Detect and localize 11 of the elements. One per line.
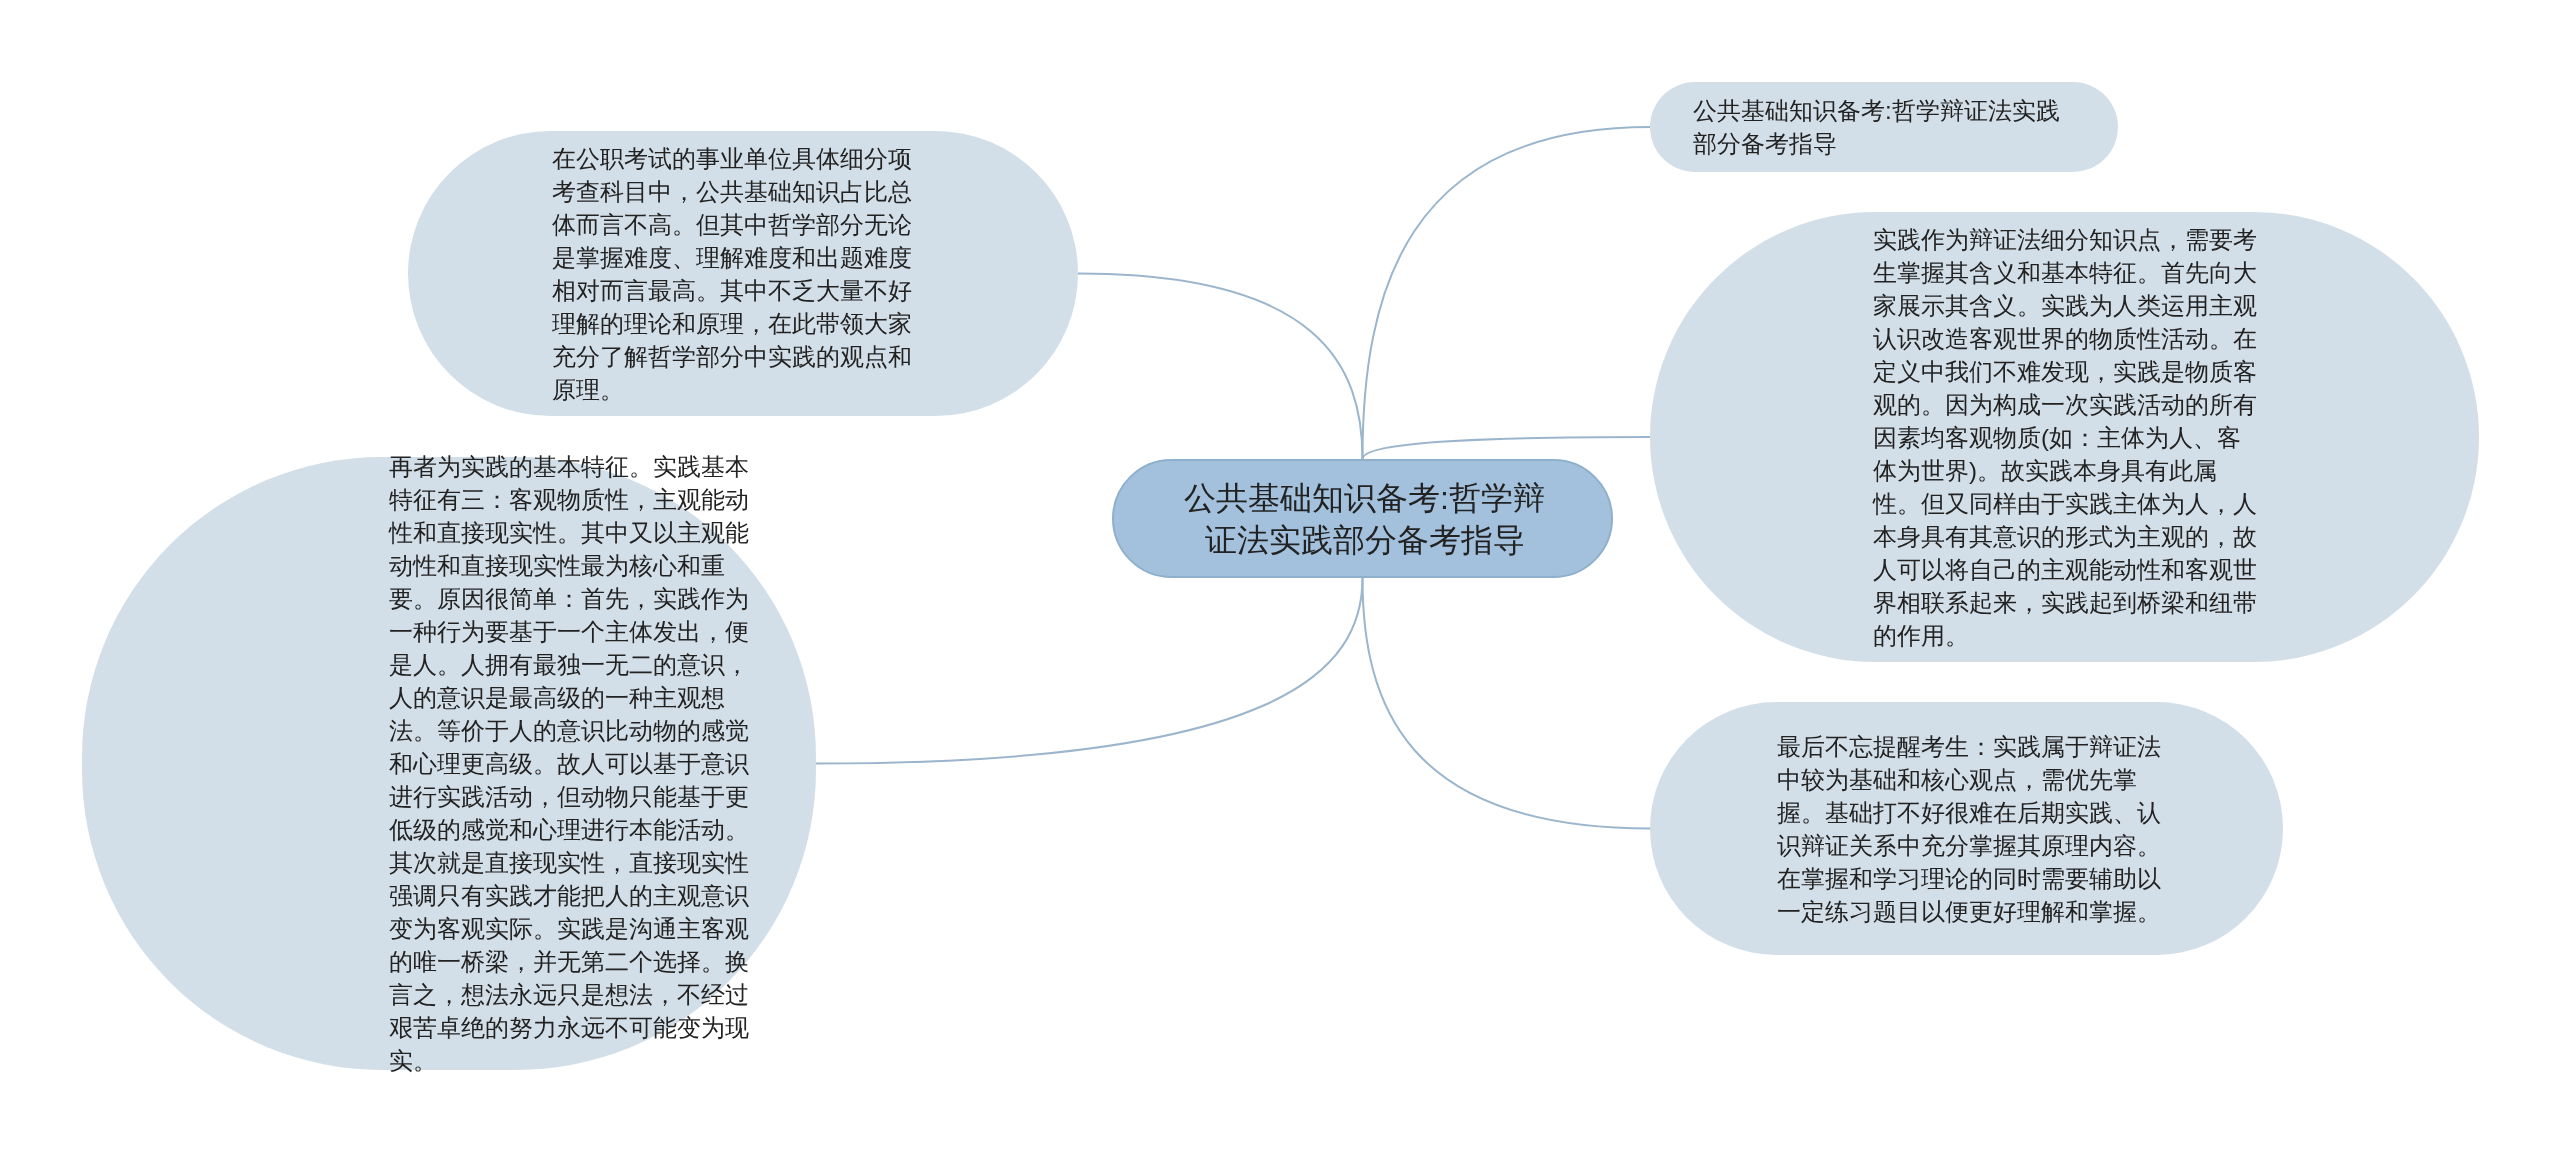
connector-line [1361, 436, 1651, 460]
connector-line [815, 577, 1364, 765]
topic-text: 再者为实践的基本特征。实践基本特征有三：客观物质性，主观能动性和直接现实性。其中又以主观能动性和直接现实性最为核心和重要。原因很简单：首先，实践作为一种行为要基于一个主体发出，便是人。人拥有最独一无二的意识，人的意识是最高级的一种主观想法。等价于人的意识比动物的感觉和心理更高级。故人可以基于意识进行实践活动，但动物只能基于更低级的感觉和心理进行本能活动。其次就是直接现实性，直接现实性强调只有实践才能把人的主观意识变为客观实际。实践是沟通主客观的唯一桥梁，并无第二个选择。换言之，想法永远只是想法，不经过艰苦卓绝的努力永远不可能变为现实。 [389, 452, 750, 1076]
topic-text: 实践作为辩证法细分知识点，需要考生掌握其含义和基本特征。首先向大家展示其含义。实践为人类运用主观认识改造客观世界的物质性活动。在定义中我们不难发现，实践是物质客观的。因为构成一次实践活动的所有因素均客观物质(如：主体为人、客体为世界)。故实践本身具有此属性。但又同样由于实践主体为人，人本身具有其意识的形式为主观的，故人可以将自己的主观能动性和客观世界相联系起来，实践起到桥梁和纽带的作用。 [1873, 224, 2258, 651]
topic-text: 在公职考试的事业单位具体细分项考查科目中，公共基础知识占比总体而言不高。但其中哲学部分无论是掌握难度、理解难度和出题难度相对而言最高。其中不乏大量不好理解的理论和原理，在此带领大家充分了解哲学部分中实践的观点和原理。 [552, 143, 913, 405]
topic-text: 公共基础知识备考:哲学辩证法实践部分备考指导 [1693, 96, 2061, 159]
connector-line [1361, 577, 1651, 830]
connector-line [1361, 126, 1651, 460]
connector-line [1077, 272, 1364, 460]
central-topic-text: 公共基础知识备考:哲学辩证法实践部分备考指导 [1183, 478, 1546, 560]
topic-text: 最后不忘提醒考生：实践属于辩证法中较为基础和核心观点，需优先掌握。基础打不好很难在后期实践、认识辩证关系中充分掌握其原理内容。在掌握和学习理论的同时需要辅助以一定练习题目以便更好理解和掌握。 [1777, 731, 2162, 927]
